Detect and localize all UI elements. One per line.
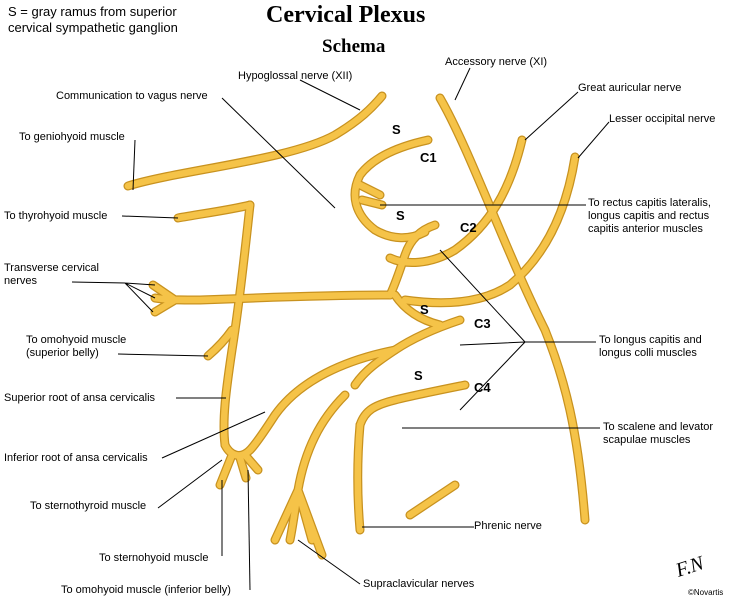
legend-note-line-2: cervical sympathetic ganglion	[8, 20, 178, 35]
c2-c3-loop	[391, 291, 444, 329]
c1-root	[351, 136, 432, 241]
label-vagus-communication: Communication to vagus nerve	[56, 90, 208, 102]
leader-accessory	[454, 67, 471, 101]
label-superior-root: Superior root of ansa cervicalis	[4, 392, 156, 404]
legend-note: S = gray ramus from superior cervical sy…	[8, 4, 178, 36]
great-auricular-nerve	[386, 136, 526, 266]
label-transverse-line-2: nerves	[4, 275, 38, 287]
label-longus-line-2: longus colli muscles	[599, 347, 697, 359]
leader-omohyoid-sup	[117, 353, 209, 357]
label-sternohyoid: To sternohyoid muscle	[99, 552, 209, 564]
leader-lesser-occipital	[577, 121, 610, 159]
diagram-title: Cervical Plexus	[266, 2, 426, 28]
label-inferior-root: Inferior root of ansa cervicalis	[4, 452, 148, 464]
superior-root-ansa	[220, 201, 254, 449]
label-thyrohyoid: To thyrohyoid muscle	[4, 210, 108, 222]
omohyoid-superior-branch	[204, 326, 236, 360]
c1-to-rectus	[356, 181, 386, 209]
gray-ramus-c3: S	[420, 302, 429, 317]
label-omohyoid-superior: To omohyoid muscle (superior belly)	[26, 334, 126, 360]
label-scalene: To scalene and levator scapulae muscles	[603, 421, 713, 447]
c4-root	[356, 381, 469, 429]
label-lesser-occipital: Lesser occipital nerve	[609, 113, 716, 125]
label-rectus-line-3: capitis anterior muscles	[588, 223, 703, 235]
phrenic-nerve	[354, 421, 364, 534]
root-c4: C4	[474, 380, 491, 395]
label-scalene-line-1: To scalene and levator	[603, 421, 714, 433]
leader-sternothyroid	[157, 459, 223, 509]
leader-supraclavicular	[297, 539, 361, 585]
label-rectus-line-1: To rectus capitis lateralis,	[588, 197, 711, 209]
label-hypoglossal: Hypoglossal nerve (XII)	[238, 70, 353, 82]
hypoglossal-nerve	[124, 92, 386, 190]
accessory-nerve	[436, 94, 589, 524]
label-rectus-line-2: longus capitis and rectus	[588, 210, 710, 222]
root-c2: C2	[460, 220, 477, 235]
label-phrenic: Phrenic nerve	[474, 520, 542, 532]
supraclavicular-nerves	[271, 391, 349, 559]
label-sternothyroid: To sternothyroid muscle	[30, 500, 147, 512]
copyright: ©Novartis	[688, 588, 724, 597]
transverse-cervical-nerve	[149, 281, 394, 316]
leader-hypoglossal	[299, 79, 361, 111]
label-transverse-line-1: Transverse cervical	[4, 262, 99, 274]
label-omohyoid-sup-line-2: (superior belly)	[26, 347, 99, 359]
label-rectus-capitis: To rectus capitis lateralis, longus capi…	[588, 197, 711, 236]
hypoglossal-nerve-outline	[123, 91, 387, 191]
gray-ramus-c4: S	[414, 368, 423, 383]
label-transverse-cervical: Transverse cervical nerves	[4, 262, 99, 288]
root-c3: C3	[474, 316, 491, 331]
inferior-root-ansa	[246, 346, 399, 454]
c2-root	[386, 221, 439, 299]
leader-thyrohyoid	[121, 215, 179, 219]
leader-omohyoid-inf	[247, 469, 251, 591]
diagram-subtitle: Schema	[322, 36, 386, 57]
ansa-cervicalis-loop	[221, 441, 254, 459]
leader-geniohyoid	[132, 139, 136, 191]
label-scalene-line-2: scapulae muscles	[603, 434, 691, 446]
label-longus: To longus capitis and longus colli muscl…	[599, 334, 702, 360]
label-longus-line-1: To longus capitis and	[599, 334, 702, 346]
leader-vagus	[221, 97, 336, 209]
gray-ramus-c2: S	[396, 208, 405, 223]
leader-inferior-root	[161, 411, 266, 459]
leader-great-auricular	[524, 91, 579, 141]
leader-longus	[439, 249, 596, 411]
legend-note-line-1: S = gray ramus from superior	[8, 4, 177, 19]
leader-transverse	[71, 281, 156, 313]
nerve-paths	[123, 91, 590, 560]
thyrohyoid-branch	[174, 201, 254, 222]
root-c1: C1	[420, 150, 437, 165]
label-great-auricular: Great auricular nerve	[578, 82, 682, 94]
label-omohyoid-inferior: To omohyoid muscle (inferior belly)	[61, 584, 231, 596]
label-geniohyoid: To geniohyoid muscle	[19, 131, 125, 143]
label-supraclavicular: Supraclavicular nerves	[363, 578, 475, 590]
gray-ramus-c1: S	[392, 122, 401, 137]
label-omohyoid-sup-line-1: To omohyoid muscle	[26, 334, 127, 346]
label-accessory: Accessory nerve (XI)	[445, 56, 548, 68]
clavicle-stub	[406, 481, 459, 519]
